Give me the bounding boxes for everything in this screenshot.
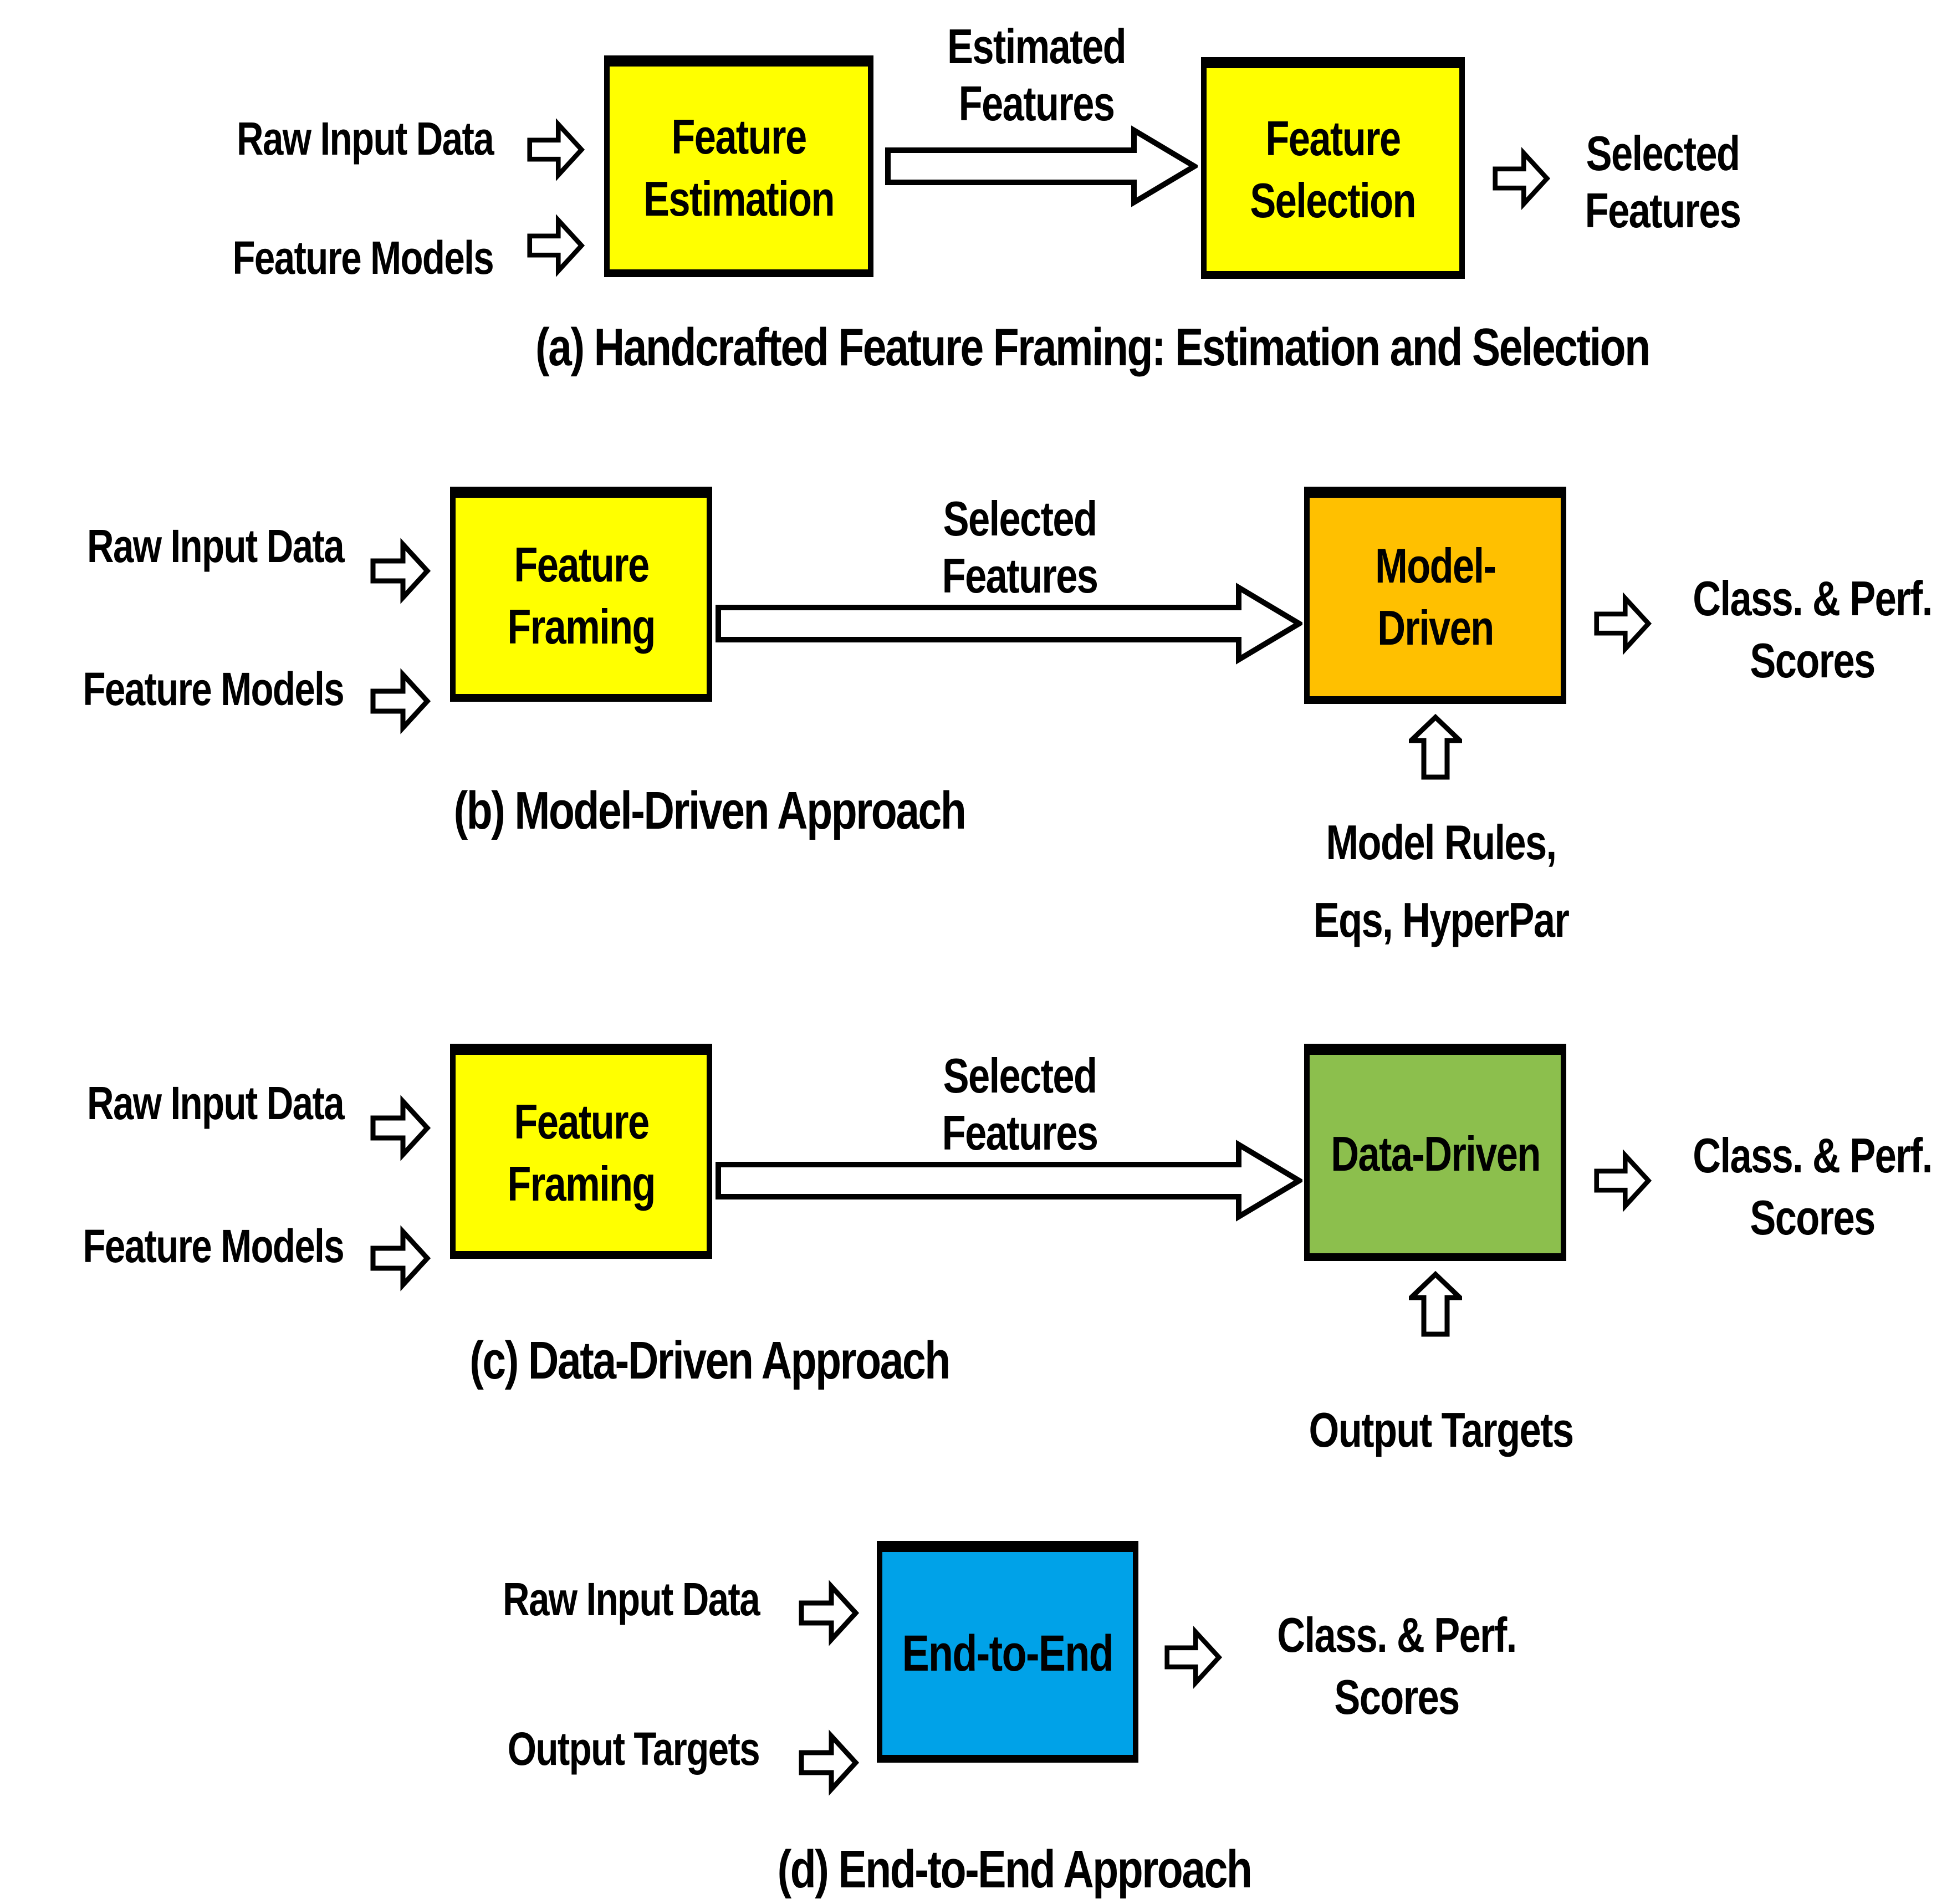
box-label-line: Model-: [1375, 538, 1496, 593]
up-arrow-icon: [1409, 1271, 1462, 1337]
input-label-raw-input-data: Raw Input Data: [87, 520, 345, 572]
feature-framing-box: Feature Framing: [450, 487, 712, 702]
up-arrow-icon: [1409, 714, 1462, 780]
box-label-line: Driven: [1377, 600, 1494, 655]
box-label-line: Framing: [507, 1156, 656, 1211]
output-label-class-perf-scores: Class. & Perf. Scores: [1277, 1607, 1517, 1724]
box-label-line: Feature: [1265, 111, 1401, 166]
input-label-raw-input-data: Raw Input Data: [237, 113, 494, 165]
flow-label-estimated-features: Estimated Features: [947, 19, 1127, 131]
box-label-line: End-to-End: [902, 1625, 1114, 1682]
right-arrow-icon: [1594, 1149, 1652, 1212]
input-label-feature-models: Feature Models: [83, 663, 344, 715]
right-arrow-icon: [1164, 1626, 1222, 1689]
box-label-line: Selection: [1250, 173, 1417, 228]
right-arrow-icon: [799, 1729, 859, 1796]
panel-c-caption: (c) Data-Driven Approach: [469, 1331, 951, 1390]
flow-label-selected-features: Selected Features: [942, 1048, 1098, 1160]
box-label-line: Estimation: [643, 171, 835, 226]
right-arrow-icon: [370, 538, 431, 604]
box-label-line: Feature: [513, 1094, 650, 1149]
right-arrow-icon: [527, 118, 585, 181]
flow-label-selected-features: Selected Features: [942, 491, 1098, 603]
output-label-selected-features: Selected Features: [1585, 126, 1741, 238]
right-arrow-icon: [1594, 592, 1652, 655]
box-label-line: Data-Driven: [1330, 1126, 1541, 1181]
right-arrow-icon: [799, 1580, 859, 1646]
right-arrow-icon: [527, 214, 585, 277]
panel-a-caption: (a) Handcrafted Feature Framing: Estimat…: [535, 318, 1651, 377]
input-label-raw-input-data: Raw Input Data: [87, 1077, 345, 1129]
feature-estimation-box: Feature Estimation: [604, 55, 873, 277]
model-driven-box: Model- Driven: [1304, 487, 1566, 704]
output-label-class-perf-scores: Class. & Perf. Scores: [1693, 1128, 1933, 1245]
feature-selection-box: Feature Selection: [1201, 57, 1465, 279]
end-to-end-box: End-to-End: [877, 1541, 1138, 1763]
long-right-arrow-icon: [716, 583, 1302, 665]
box-label-line: Feature: [513, 537, 650, 592]
right-arrow-icon: [370, 1095, 431, 1161]
input-label-output-targets: Output Targets: [507, 1723, 760, 1775]
box-label-line: Framing: [507, 599, 656, 654]
box-label-line: Feature: [671, 109, 807, 164]
feature-framing-box: Feature Framing: [450, 1044, 712, 1259]
long-right-arrow-icon: [716, 1140, 1302, 1222]
right-arrow-icon: [370, 668, 431, 734]
data-driven-box: Data-Driven: [1304, 1044, 1566, 1261]
panel-b-caption: (b) Model-Driven Approach: [453, 781, 967, 840]
right-arrow-icon: [370, 1225, 431, 1292]
input-label-feature-models: Feature Models: [83, 1220, 344, 1272]
output-label-class-perf-scores: Class. & Perf. Scores: [1693, 571, 1933, 688]
bottom-label-output-targets: Output Targets: [1309, 1402, 1574, 1457]
input-label-feature-models: Feature Models: [232, 232, 494, 284]
long-right-arrow-icon: [885, 125, 1198, 207]
panel-d-caption: (d) End-to-End Approach: [777, 1840, 1253, 1899]
bottom-label-model-rules: Model Rules, Eqs, HyperPar: [1313, 815, 1570, 947]
right-arrow-icon: [1493, 147, 1550, 210]
input-label-raw-input-data: Raw Input Data: [503, 1573, 760, 1625]
